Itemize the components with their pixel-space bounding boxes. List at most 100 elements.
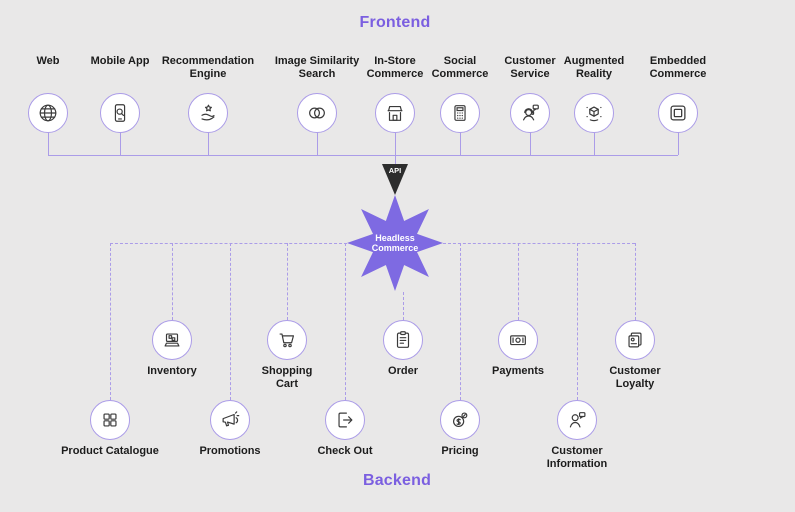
embedded-commerce-icon xyxy=(667,102,689,124)
connector-line xyxy=(577,243,578,400)
node-label: Customer Service xyxy=(504,55,556,80)
node-label: Payments xyxy=(492,365,544,377)
node-label: Recommendation Engine xyxy=(161,55,255,80)
node-circle xyxy=(28,93,68,133)
connector-line xyxy=(594,133,595,155)
ar-cube-icon xyxy=(583,102,605,124)
node-label: Inventory xyxy=(147,365,197,377)
node-label: Customer Information xyxy=(546,445,608,470)
backend-node-customer-information: Customer Information xyxy=(535,400,619,471)
connector-line xyxy=(317,133,318,155)
node-circle xyxy=(615,320,655,360)
node-label: Augmented Reality xyxy=(563,55,625,80)
order-clipboard-icon xyxy=(392,329,414,351)
node-circle xyxy=(325,400,365,440)
api-arrow: API xyxy=(380,163,410,201)
node-circle xyxy=(100,93,140,133)
node-circle xyxy=(375,93,415,133)
connector-line xyxy=(635,243,636,320)
node-label: Web xyxy=(36,55,60,67)
node-circle xyxy=(557,400,597,440)
backend-node-customer-loyalty: Customer Loyalty xyxy=(600,320,670,391)
inventory-icon xyxy=(161,329,183,351)
node-circle xyxy=(152,320,192,360)
backend-node-product-catalogue: Product Catalogue xyxy=(50,400,170,458)
node-label: Pricing xyxy=(441,445,479,457)
node-label: Customer Loyalty xyxy=(609,365,661,390)
customer-loyalty-cards-icon xyxy=(624,329,646,351)
connector-line xyxy=(395,155,396,166)
hub-label: Headless Commerce xyxy=(371,233,419,253)
node-label: Social Commerce xyxy=(431,55,489,80)
backend-node-inventory: Inventory xyxy=(132,320,212,378)
node-label: Product Catalogue xyxy=(61,445,159,457)
node-circle xyxy=(440,93,480,133)
recommendation-hand-star-icon xyxy=(197,102,219,124)
connector-line xyxy=(230,243,231,400)
image-similarity-icon xyxy=(306,102,328,124)
api-arrow-shape xyxy=(382,164,408,195)
connector-line xyxy=(345,243,346,400)
connector-line xyxy=(403,292,404,320)
node-circle xyxy=(267,320,307,360)
connector-line xyxy=(110,243,111,400)
node-label: Shopping Cart xyxy=(261,365,313,390)
connector-line xyxy=(460,243,461,400)
node-label: In-Store Commerce xyxy=(366,55,424,80)
mobile-search-icon xyxy=(109,102,131,124)
backend-node-check-out: Check Out xyxy=(305,400,385,458)
shopping-cart-icon xyxy=(276,329,298,351)
backend-node-promotions: Promotions xyxy=(190,400,270,458)
customer-information-icon xyxy=(566,409,588,431)
asterisk-icon xyxy=(347,195,443,291)
backend-bus-line-left xyxy=(110,243,347,244)
frontend-bus-line xyxy=(48,155,678,156)
api-label: API xyxy=(389,166,402,175)
connector-line xyxy=(120,133,121,155)
node-circle xyxy=(210,400,250,440)
node-circle xyxy=(440,400,480,440)
headless-commerce-hub: Headless Commerce xyxy=(347,195,443,291)
frontend-node-image-similarity-search: Image Similarity Search xyxy=(267,55,367,133)
backend-node-shopping-cart: Shopping Cart xyxy=(255,320,319,391)
backend-node-order: Order xyxy=(373,320,433,378)
node-circle xyxy=(510,93,550,133)
connector-line xyxy=(287,243,288,320)
node-circle xyxy=(188,93,228,133)
payments-cash-icon xyxy=(507,329,529,351)
node-circle xyxy=(383,320,423,360)
connector-line xyxy=(172,243,173,320)
frontend-title: Frontend xyxy=(359,14,431,31)
node-circle xyxy=(297,93,337,133)
connector-line xyxy=(518,243,519,320)
frontend-node-recommendation-engine: Recommendation Engine xyxy=(154,55,262,133)
pricing-coin-icon xyxy=(449,409,471,431)
frontend-node-embedded-commerce: Embedded Commerce xyxy=(642,55,714,133)
connector-line xyxy=(395,133,396,155)
frontend-node-augmented-reality: Augmented Reality xyxy=(556,55,632,133)
backend-title: Backend xyxy=(362,472,432,489)
frontend-node-social-commerce: Social Commerce xyxy=(425,55,495,133)
node-label: Promotions xyxy=(199,445,261,457)
customer-service-headset-icon xyxy=(519,102,541,124)
connector-line xyxy=(460,133,461,155)
node-label: Image Similarity Search xyxy=(274,55,360,80)
storefront-icon xyxy=(384,102,406,124)
backend-node-payments: Payments xyxy=(478,320,558,378)
promotions-megaphone-icon xyxy=(219,409,241,431)
social-commerce-icon xyxy=(449,102,471,124)
connector-line xyxy=(678,133,679,155)
node-label: Embedded Commerce xyxy=(649,55,707,80)
checkout-arrow-icon xyxy=(334,409,356,431)
backend-node-pricing: Pricing xyxy=(430,400,490,458)
node-label: Mobile App xyxy=(90,55,150,67)
globe-icon xyxy=(37,102,59,124)
node-label: Check Out xyxy=(317,445,373,457)
connector-line xyxy=(208,133,209,155)
connector-line xyxy=(48,133,49,155)
node-label: Order xyxy=(388,365,418,377)
connector-line xyxy=(530,133,531,155)
product-catalogue-grid-icon xyxy=(99,409,121,431)
frontend-node-customer-service: Customer Service xyxy=(495,55,565,133)
